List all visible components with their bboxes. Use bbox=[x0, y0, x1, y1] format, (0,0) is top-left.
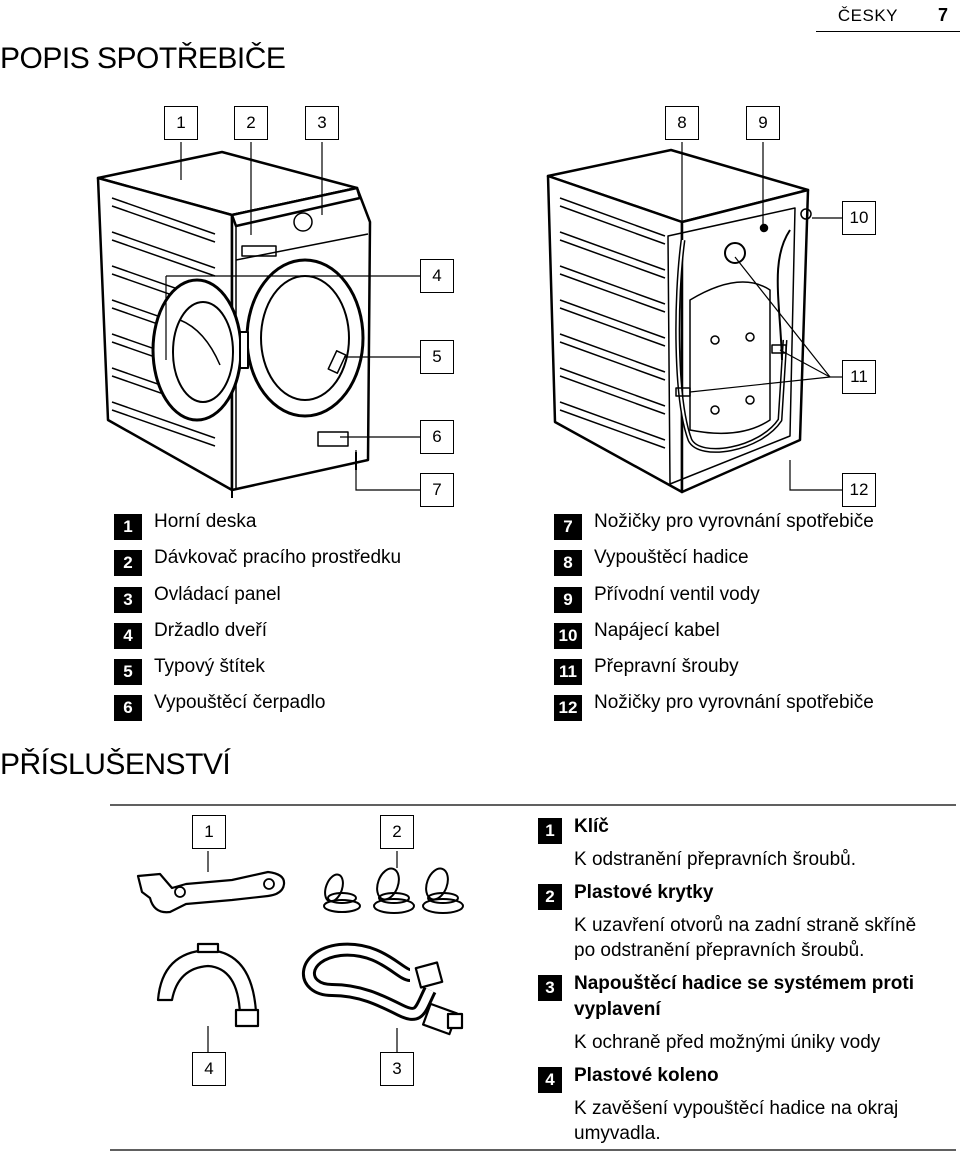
legend-label: Dávkovač pracího prostředku bbox=[154, 547, 402, 569]
callout-rating-plate: 5 bbox=[420, 340, 454, 374]
legend-label: Typový štítek bbox=[154, 656, 265, 678]
accessory-title: Napouštěcí hadice se systémem proti vypl… bbox=[574, 973, 915, 1020]
accessory-item: 3 Napouštěcí hadice se systémem proti vy… bbox=[538, 969, 938, 1055]
legend-label: Vypouštěcí hadice bbox=[594, 547, 749, 569]
legend-number: 6 bbox=[114, 695, 142, 722]
back-washer-illustration bbox=[546, 148, 812, 494]
callout-power-cable: 10 bbox=[842, 201, 876, 235]
accessories-list: 1 Klíč K odstranění přepravních šroubů. … bbox=[538, 812, 938, 1152]
callout-drain-pump: 6 bbox=[420, 420, 454, 454]
legend-label: Ovládací panel bbox=[154, 583, 281, 605]
legend-number: 2 bbox=[114, 550, 142, 577]
legend-label: Nožičky pro vyrovnání spotřebiče bbox=[594, 511, 874, 532]
callout-transit-bolts: 11 bbox=[842, 360, 876, 394]
section-title: POPIS SPOTŘEBIČE bbox=[0, 42, 286, 75]
accessory-description: K odstranění přepravních šroubů. bbox=[574, 849, 857, 870]
wrench-illustration bbox=[136, 851, 286, 914]
accessory-item: 4 Plastové koleno K zavěšení vypouštěcí … bbox=[538, 1061, 938, 1146]
callout-plastic-caps: 2 bbox=[380, 815, 414, 849]
legend-label: Napájecí kabel bbox=[594, 619, 720, 641]
legend-number: 5 bbox=[114, 659, 142, 686]
accessory-number: 3 bbox=[538, 975, 562, 1001]
accessory-title: Klíč bbox=[574, 816, 609, 837]
callout-inlet-hose: 3 bbox=[380, 1052, 414, 1086]
legend-number: 12 bbox=[554, 695, 582, 722]
legend-label: Držadlo dveří bbox=[154, 619, 267, 641]
callout-top-panel: 1 bbox=[164, 106, 198, 140]
inlet-hose-illustration bbox=[301, 942, 464, 1052]
accessory-number: 2 bbox=[538, 884, 562, 910]
legend-number: 8 bbox=[554, 550, 582, 577]
accessory-item: 1 Klíč K odstranění přepravních šroubů. bbox=[538, 812, 938, 872]
callout-wrench: 1 bbox=[192, 815, 226, 849]
legend-label: Vypouštěcí čerpadlo bbox=[154, 692, 326, 714]
legend-number: 7 bbox=[554, 514, 582, 540]
header-divider bbox=[816, 31, 960, 32]
callout-detergent-dispenser: 2 bbox=[234, 106, 268, 140]
legend-number: 3 bbox=[114, 586, 142, 613]
language-label: ČESKY bbox=[837, 6, 898, 25]
callout-plastic-elbow: 4 bbox=[192, 1052, 226, 1086]
accessory-description: K uzavření otvorů na zadní straně skříně… bbox=[574, 915, 917, 961]
legend-label: Nožičky pro vyrovnání spotřebiče bbox=[594, 692, 874, 714]
callout-front-feet: 7 bbox=[420, 473, 454, 507]
accessory-number: 4 bbox=[538, 1067, 562, 1093]
accessory-item: 2 Plastové krytky K uzavření otvorů na z… bbox=[538, 878, 938, 963]
accessory-number: 1 bbox=[538, 818, 562, 844]
accessory-title: Plastové krytky bbox=[574, 882, 714, 903]
callout-water-inlet: 9 bbox=[746, 106, 780, 140]
page-number: 7 bbox=[937, 5, 948, 25]
callout-drain-hose: 8 bbox=[665, 106, 699, 140]
legend-number: 10 bbox=[554, 622, 582, 649]
callout-control-panel: 3 bbox=[305, 106, 339, 140]
legend-label: Přívodní ventil vody bbox=[594, 583, 760, 605]
legend-number: 9 bbox=[554, 586, 582, 613]
front-washer-illustration bbox=[96, 150, 372, 498]
accessory-description: K ochraně před možnými úniky vody bbox=[574, 1032, 881, 1053]
callout-back-feet: 12 bbox=[842, 473, 876, 507]
plastic-elbow-illustration bbox=[156, 942, 260, 1052]
accessories-title: PŘÍSLUŠENSTVÍ bbox=[0, 748, 231, 781]
legend-label: Horní deska bbox=[154, 511, 257, 532]
accessory-title: Plastové koleno bbox=[574, 1065, 719, 1086]
callout-door-handle: 4 bbox=[420, 259, 454, 293]
legend-label: Přepravní šrouby bbox=[594, 656, 739, 678]
legend-number: 11 bbox=[554, 659, 582, 686]
legend-number: 4 bbox=[114, 622, 142, 649]
plastic-caps-illustration bbox=[323, 851, 464, 914]
legend-number: 1 bbox=[114, 514, 142, 540]
accessory-description: K zavěšení vypouštěcí hadice na okraj um… bbox=[574, 1098, 899, 1144]
